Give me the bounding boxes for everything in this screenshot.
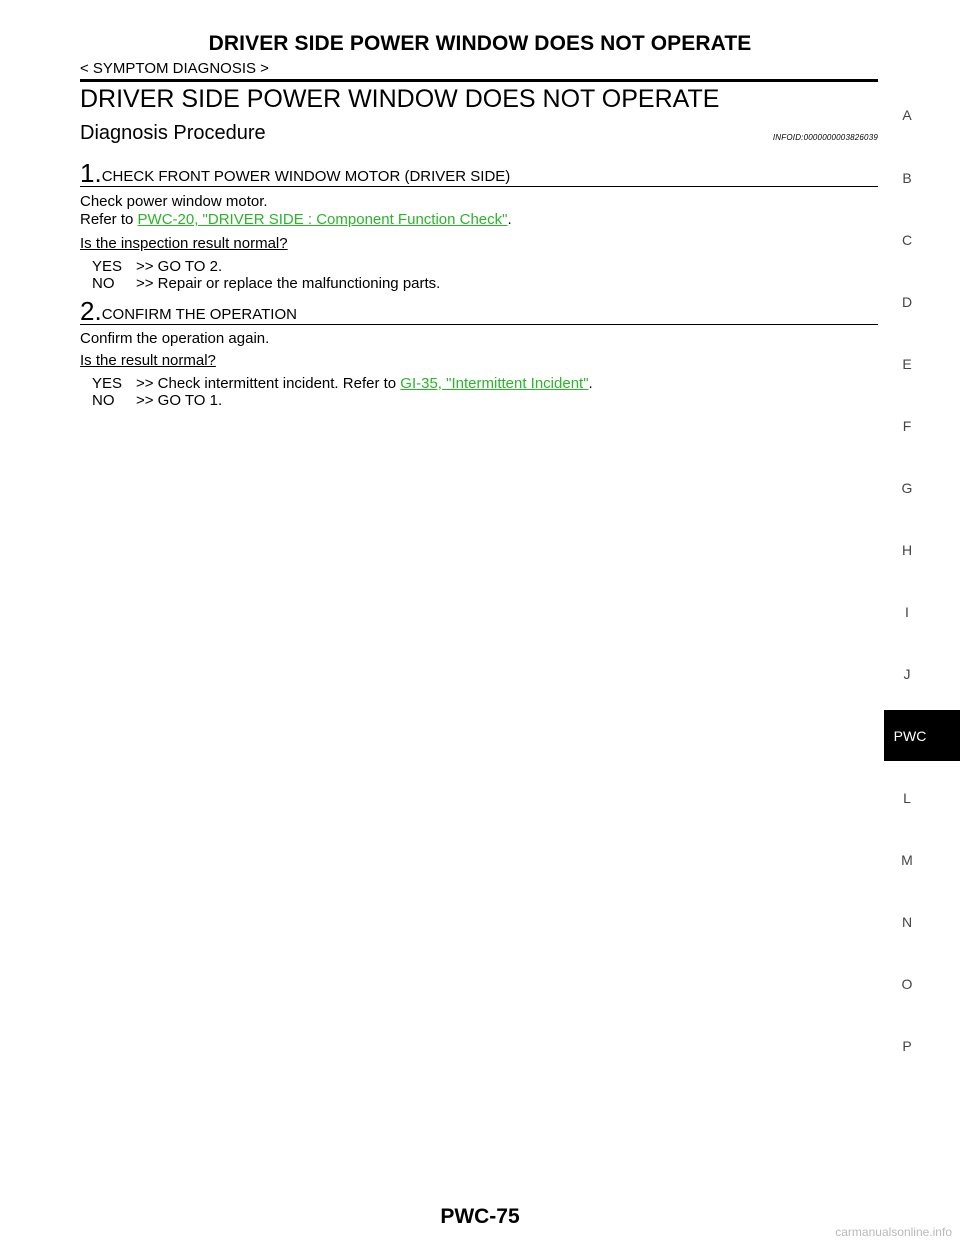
step-2-instruction: Confirm the operation again. — [80, 330, 270, 347]
procedure-title: Diagnosis Procedure — [80, 122, 266, 144]
refer-suffix: . — [507, 211, 512, 228]
watermark: carmanualsonline.info — [835, 1225, 952, 1239]
info-id: INFOID:0000000003826039 — [772, 133, 878, 142]
tab-p[interactable]: P — [902, 1038, 912, 1054]
header-divider — [80, 79, 878, 82]
step-1-answer-yes: YES >> GO TO 2. — [92, 258, 222, 275]
reference-link-gi-35[interactable]: GI-35, "Intermittent Incident" — [400, 375, 589, 392]
tab-h[interactable]: H — [901, 542, 913, 558]
step-title: CHECK FRONT POWER WINDOW MOTOR (DRIVER S… — [101, 168, 511, 185]
step-number: 2. — [80, 296, 102, 326]
step-2-question: Is the result normal? — [80, 352, 216, 369]
section-title: DRIVER SIDE POWER WINDOW DOES NOT OPERAT… — [80, 85, 720, 113]
page-header-subtitle: < SYMPTOM DIAGNOSIS > — [80, 60, 269, 77]
tab-c[interactable]: C — [901, 232, 913, 248]
step-1-instruction: Check power window motor. — [80, 193, 268, 210]
tab-b[interactable]: B — [902, 170, 912, 186]
tab-j[interactable]: J — [903, 666, 911, 682]
answer-label: NO — [92, 275, 115, 292]
answer-label: NO — [92, 392, 115, 409]
answer-text: >> GO TO 2. — [136, 258, 223, 275]
tab-e[interactable]: E — [902, 356, 912, 372]
tab-f[interactable]: F — [902, 418, 912, 434]
tab-m[interactable]: M — [901, 852, 913, 868]
page-header-title: DRIVER SIDE POWER WINDOW DOES NOT OPERAT… — [208, 32, 752, 55]
tab-g[interactable]: G — [901, 480, 913, 496]
tab-n[interactable]: N — [901, 914, 913, 930]
step-title: CONFIRM THE OPERATION — [101, 306, 297, 323]
answer-text: >> GO TO 1. — [136, 392, 223, 409]
step-number: 1. — [80, 158, 102, 188]
tab-l[interactable]: L — [903, 790, 911, 806]
tab-a[interactable]: A — [902, 107, 912, 123]
step-2-answer-yes: YES >> Check intermittent incident. Refer… — [92, 375, 593, 392]
step-1-answer-no: NO >> Repair or replace the malfunctionin… — [92, 275, 440, 292]
refer-prefix: Refer to — [80, 211, 138, 228]
tab-i[interactable]: I — [905, 604, 909, 620]
step-1-reference: Refer to PWC-20, "DRIVER SIDE : Componen… — [80, 211, 512, 228]
tab-pwc-active[interactable]: PWC — [884, 710, 960, 761]
reference-link-pwc-20[interactable]: PWC-20, "DRIVER SIDE : Component Functio… — [137, 211, 508, 228]
step-2-heading: 2.CONFIRM THE OPERATION — [80, 298, 878, 325]
tab-d[interactable]: D — [901, 294, 913, 310]
tab-o[interactable]: O — [901, 976, 913, 992]
answer-label: YES — [92, 375, 123, 392]
page-number: PWC-75 — [440, 1205, 520, 1228]
step-1-heading: 1.CHECK FRONT POWER WINDOW MOTOR (DRIVER… — [80, 160, 878, 187]
step-2-answer-no: NO >> GO TO 1. — [92, 392, 222, 409]
answer-suffix: . — [588, 375, 593, 392]
answer-text: >> Check intermittent incident. Refer to — [136, 375, 401, 392]
answer-text: >> Repair or replace the malfunctioning … — [136, 275, 441, 292]
answer-label: YES — [92, 258, 123, 275]
step-1-question: Is the inspection result normal? — [80, 235, 288, 252]
